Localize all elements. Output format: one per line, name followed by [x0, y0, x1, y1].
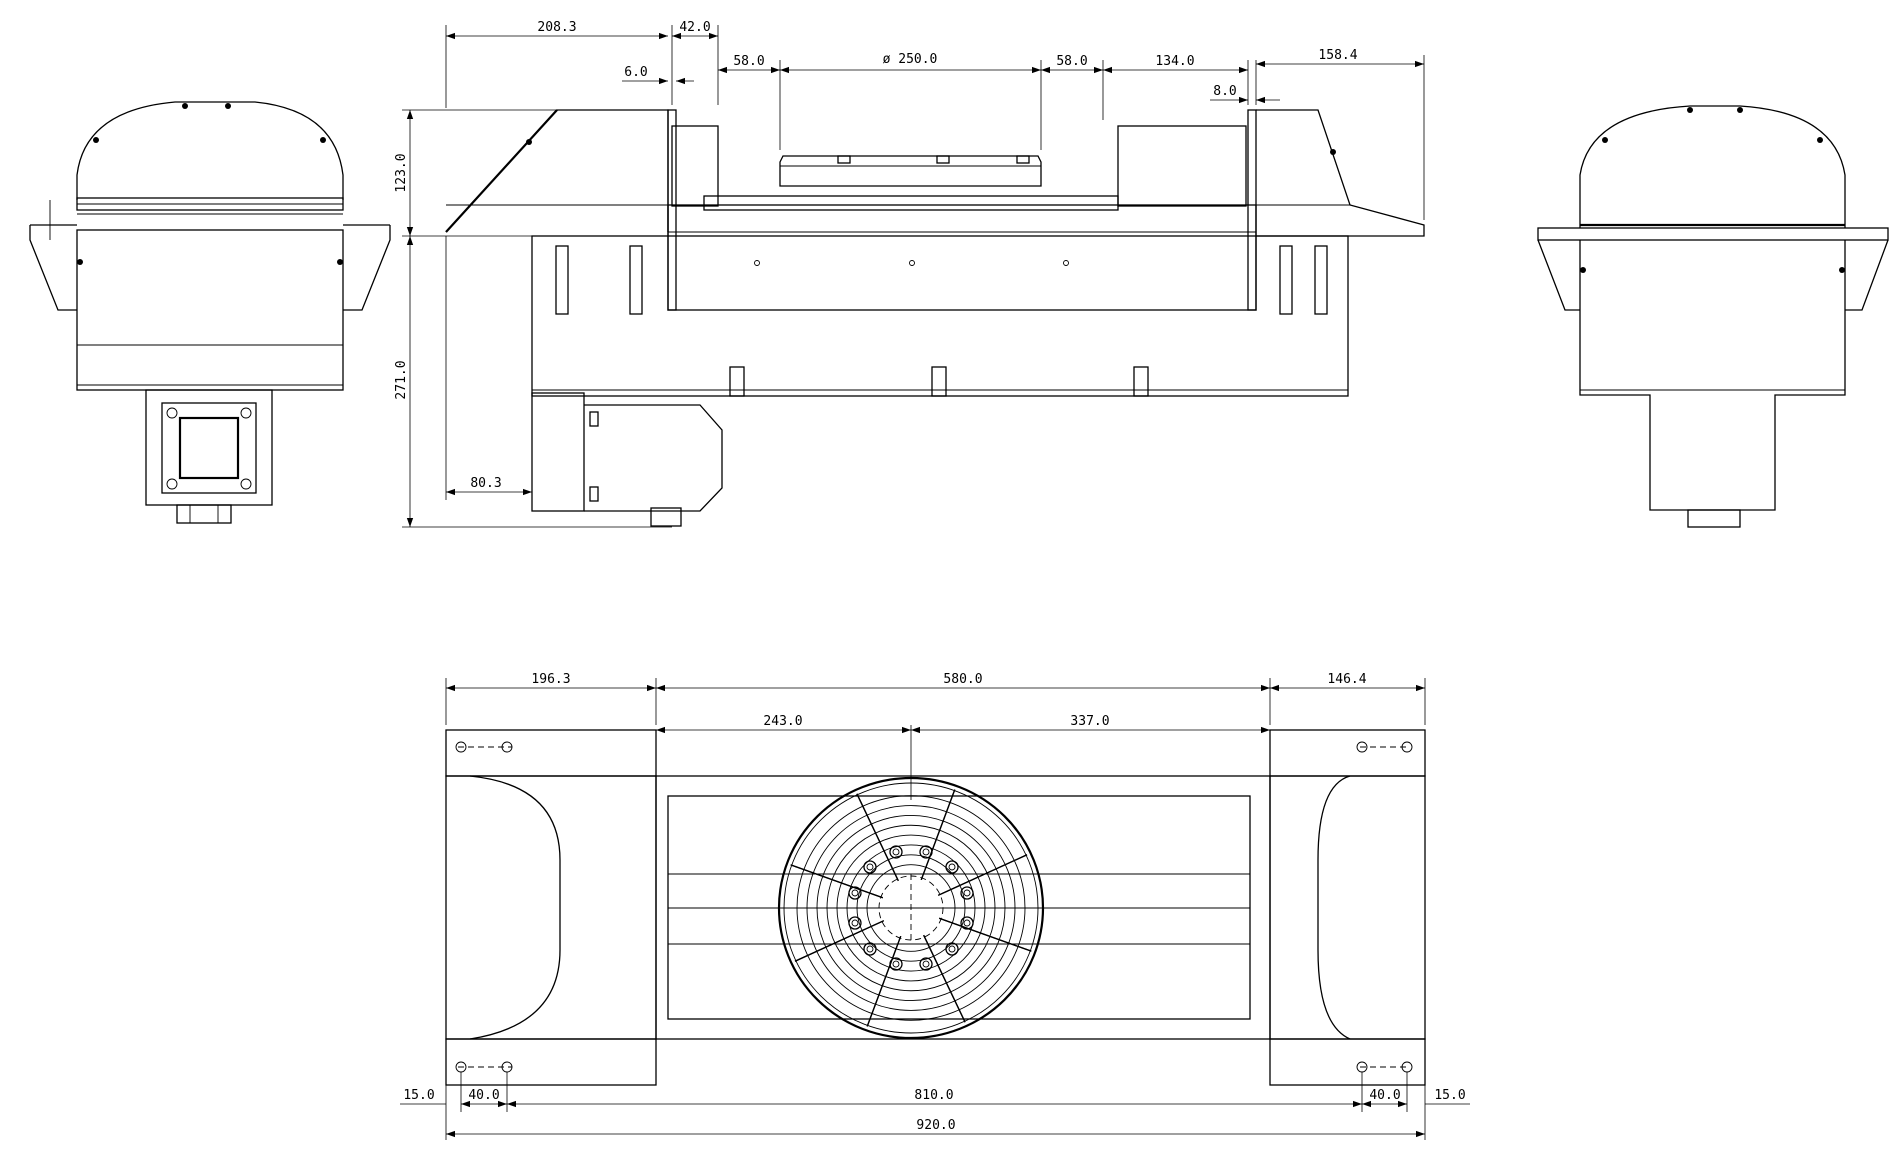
- fan-grille: [777, 776, 1045, 1040]
- dimension-lines: [400, 25, 1470, 1140]
- dim-920-0: 920.0: [916, 1118, 955, 1133]
- top-plan-view: [445, 729, 1426, 1086]
- dim-580-0: 580.0: [943, 672, 982, 687]
- dim-146-4: 146.4: [1327, 672, 1366, 687]
- dim-diameter-250: ø 250.0: [883, 52, 938, 67]
- dim-40-0-right: 40.0: [1369, 1088, 1400, 1103]
- dim-810-0: 810.0: [914, 1088, 953, 1103]
- dim-80-3: 80.3: [470, 476, 501, 491]
- dim-158-4: 158.4: [1318, 48, 1357, 63]
- left-side-view: [29, 101, 391, 524]
- dim-42-0: 42.0: [679, 20, 710, 35]
- dim-15-0-right: 15.0: [1434, 1088, 1465, 1103]
- dim-6-0: 6.0: [624, 65, 647, 80]
- dim-208-3: 208.3: [537, 20, 576, 35]
- dimension-labels: 208.3 42.0 6.0 58.0 ø 250.0 58.0 134.0 1…: [394, 20, 1466, 1133]
- dim-58-0-right: 58.0: [1056, 54, 1087, 69]
- dim-134-0: 134.0: [1155, 54, 1194, 69]
- dim-337-0: 337.0: [1070, 714, 1109, 729]
- dim-40-0-left: 40.0: [468, 1088, 499, 1103]
- dim-58-0-left: 58.0: [733, 54, 764, 69]
- dim-271-0: 271.0: [394, 360, 409, 399]
- dim-8-0: 8.0: [1213, 84, 1236, 99]
- right-side-view: [1537, 105, 1889, 528]
- front-elevation-view: [445, 109, 1425, 527]
- dim-243-0: 243.0: [763, 714, 802, 729]
- dim-15-0-left: 15.0: [403, 1088, 434, 1103]
- dim-196-3: 196.3: [531, 672, 570, 687]
- dim-123-0: 123.0: [394, 153, 409, 192]
